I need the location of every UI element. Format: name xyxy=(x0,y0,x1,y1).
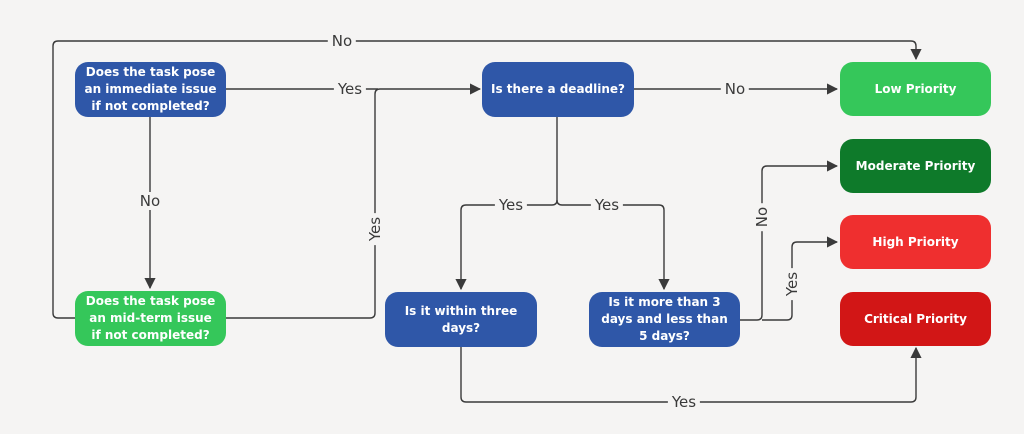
edge-deadline-yes-right xyxy=(556,199,670,291)
edge-midterm-no xyxy=(52,40,922,319)
label-immediate-yes: Yes xyxy=(333,80,367,98)
label-midterm-no: No xyxy=(327,32,357,50)
label-deadline-yes-left: Yes xyxy=(494,196,528,214)
edge-three-five-no xyxy=(740,160,839,321)
label-deadline-no: No xyxy=(720,80,750,98)
node-critical-priority: Critical Priority xyxy=(840,292,991,346)
label-three-five-yes: Yes xyxy=(783,267,801,301)
label-three-days-yes: Yes xyxy=(667,393,701,411)
label-deadline-yes-right: Yes xyxy=(590,196,624,214)
label-immediate-no: No xyxy=(135,192,165,210)
node-high-priority: High Priority xyxy=(840,215,991,269)
node-three-to-five-days: Is it more than 3 days and less than 5 d… xyxy=(589,292,740,347)
node-within-three-days: Is it within three days? xyxy=(385,292,537,347)
node-deadline: Is there a deadline? xyxy=(482,62,634,117)
node-midterm-issue: Does the task pose an mid-term issue if … xyxy=(75,291,226,346)
label-midterm-yes: Yes xyxy=(366,212,384,246)
node-low-priority: Low Priority xyxy=(840,62,991,116)
node-moderate-priority: Moderate Priority xyxy=(840,139,991,193)
label-three-five-no: No xyxy=(753,202,771,232)
node-immediate-issue: Does the task pose an immediate issue if… xyxy=(75,62,226,117)
edge-midterm-yes xyxy=(226,83,482,319)
